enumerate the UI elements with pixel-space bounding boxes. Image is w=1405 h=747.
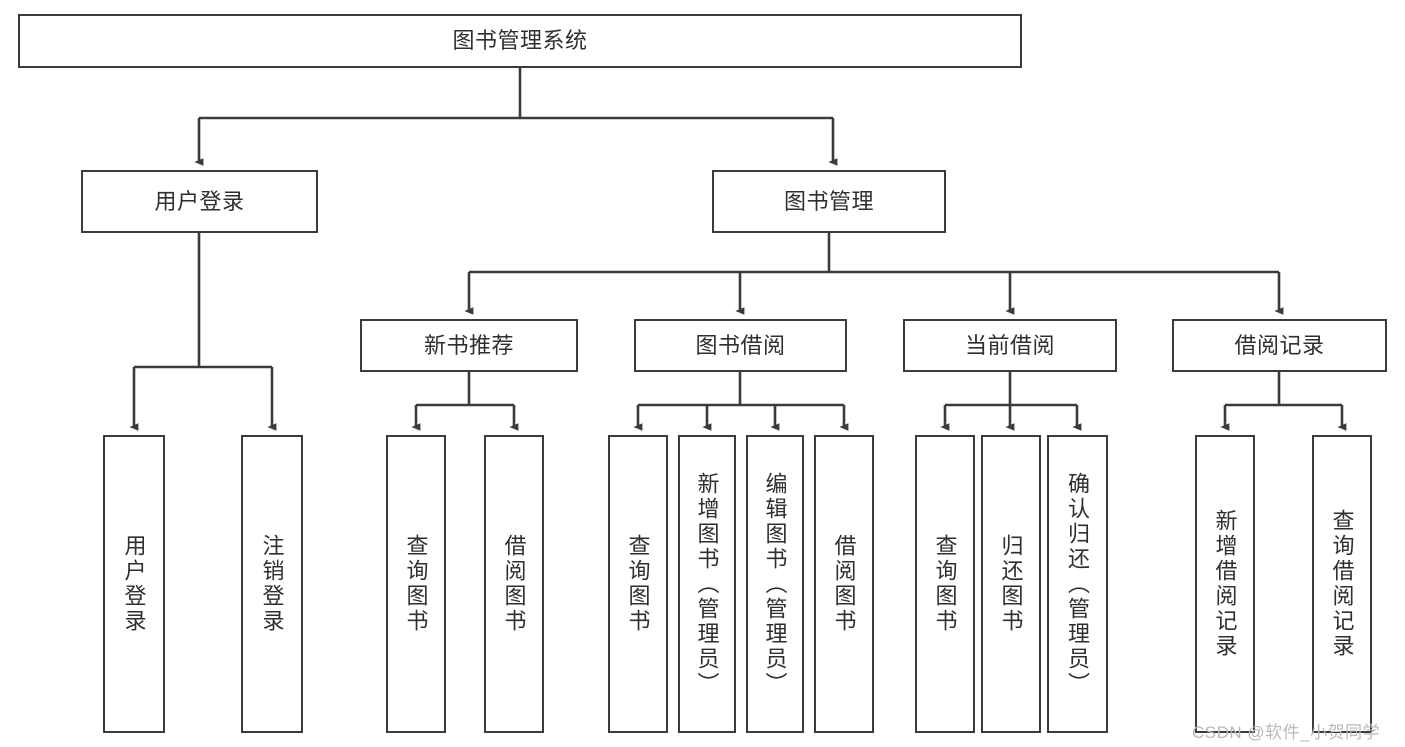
node-leaf-query-book-rec[interactable]: 查询图书 (386, 435, 446, 733)
node-leaf-borrow-book[interactable]: 借阅图书 (814, 435, 874, 733)
node-leaf-add-book-label: 新增图书（管理员） (694, 471, 720, 697)
node-book-manage[interactable]: 图书管理 (712, 170, 946, 233)
node-leaf-add-record-label: 新增借阅记录 (1212, 509, 1238, 659)
node-user-login[interactable]: 用户登录 (81, 170, 318, 233)
csdn-watermark: CSDN @软件_小贺同学 (1192, 723, 1381, 742)
node-leaf-confirm-return-label: 确认归还（管理员） (1065, 471, 1091, 697)
node-leaf-query-book-rec-label: 查询图书 (403, 534, 429, 634)
node-leaf-edit-book[interactable]: 编辑图书（管理员） (746, 435, 804, 733)
node-borrow-record-label: 借阅记录 (1234, 332, 1325, 358)
node-book-manage-label: 图书管理 (783, 188, 874, 214)
node-leaf-return-book[interactable]: 归还图书 (981, 435, 1041, 733)
node-leaf-logout-label: 注销登录 (259, 534, 285, 634)
node-leaf-query-book-label: 查询图书 (625, 534, 651, 634)
node-leaf-query-book-cur-label: 查询图书 (932, 534, 958, 634)
node-leaf-borrow-book-rec[interactable]: 借阅图书 (484, 435, 544, 733)
node-leaf-logout[interactable]: 注销登录 (241, 435, 303, 733)
node-leaf-query-book[interactable]: 查询图书 (608, 435, 668, 733)
node-root-label: 图书管理系统 (452, 28, 588, 54)
node-leaf-user-login[interactable]: 用户登录 (103, 435, 165, 733)
node-leaf-query-book-cur[interactable]: 查询图书 (915, 435, 975, 733)
node-leaf-return-book-label: 归还图书 (998, 534, 1024, 634)
node-leaf-edit-book-label: 编辑图书（管理员） (762, 471, 788, 697)
node-user-login-label: 用户登录 (154, 188, 245, 214)
node-leaf-query-record[interactable]: 查询借阅记录 (1312, 435, 1372, 733)
node-new-book-recommend[interactable]: 新书推荐 (360, 319, 578, 372)
node-leaf-add-record[interactable]: 新增借阅记录 (1195, 435, 1255, 733)
node-new-book-recommend-label: 新书推荐 (423, 332, 514, 358)
node-leaf-user-login-label: 用户登录 (121, 534, 147, 634)
node-root[interactable]: 图书管理系统 (18, 14, 1022, 68)
node-leaf-borrow-book-label: 借阅图书 (831, 534, 857, 634)
node-current-borrow[interactable]: 当前借阅 (903, 319, 1117, 372)
node-borrow-record[interactable]: 借阅记录 (1172, 319, 1387, 372)
node-book-borrow-label: 图书借阅 (695, 332, 786, 358)
node-current-borrow-label: 当前借阅 (964, 332, 1055, 358)
node-book-borrow[interactable]: 图书借阅 (634, 319, 847, 372)
node-leaf-add-book[interactable]: 新增图书（管理员） (678, 435, 736, 733)
node-leaf-borrow-book-rec-label: 借阅图书 (501, 534, 527, 634)
node-leaf-confirm-return[interactable]: 确认归还（管理员） (1047, 435, 1108, 733)
node-leaf-query-record-label: 查询借阅记录 (1329, 509, 1355, 659)
